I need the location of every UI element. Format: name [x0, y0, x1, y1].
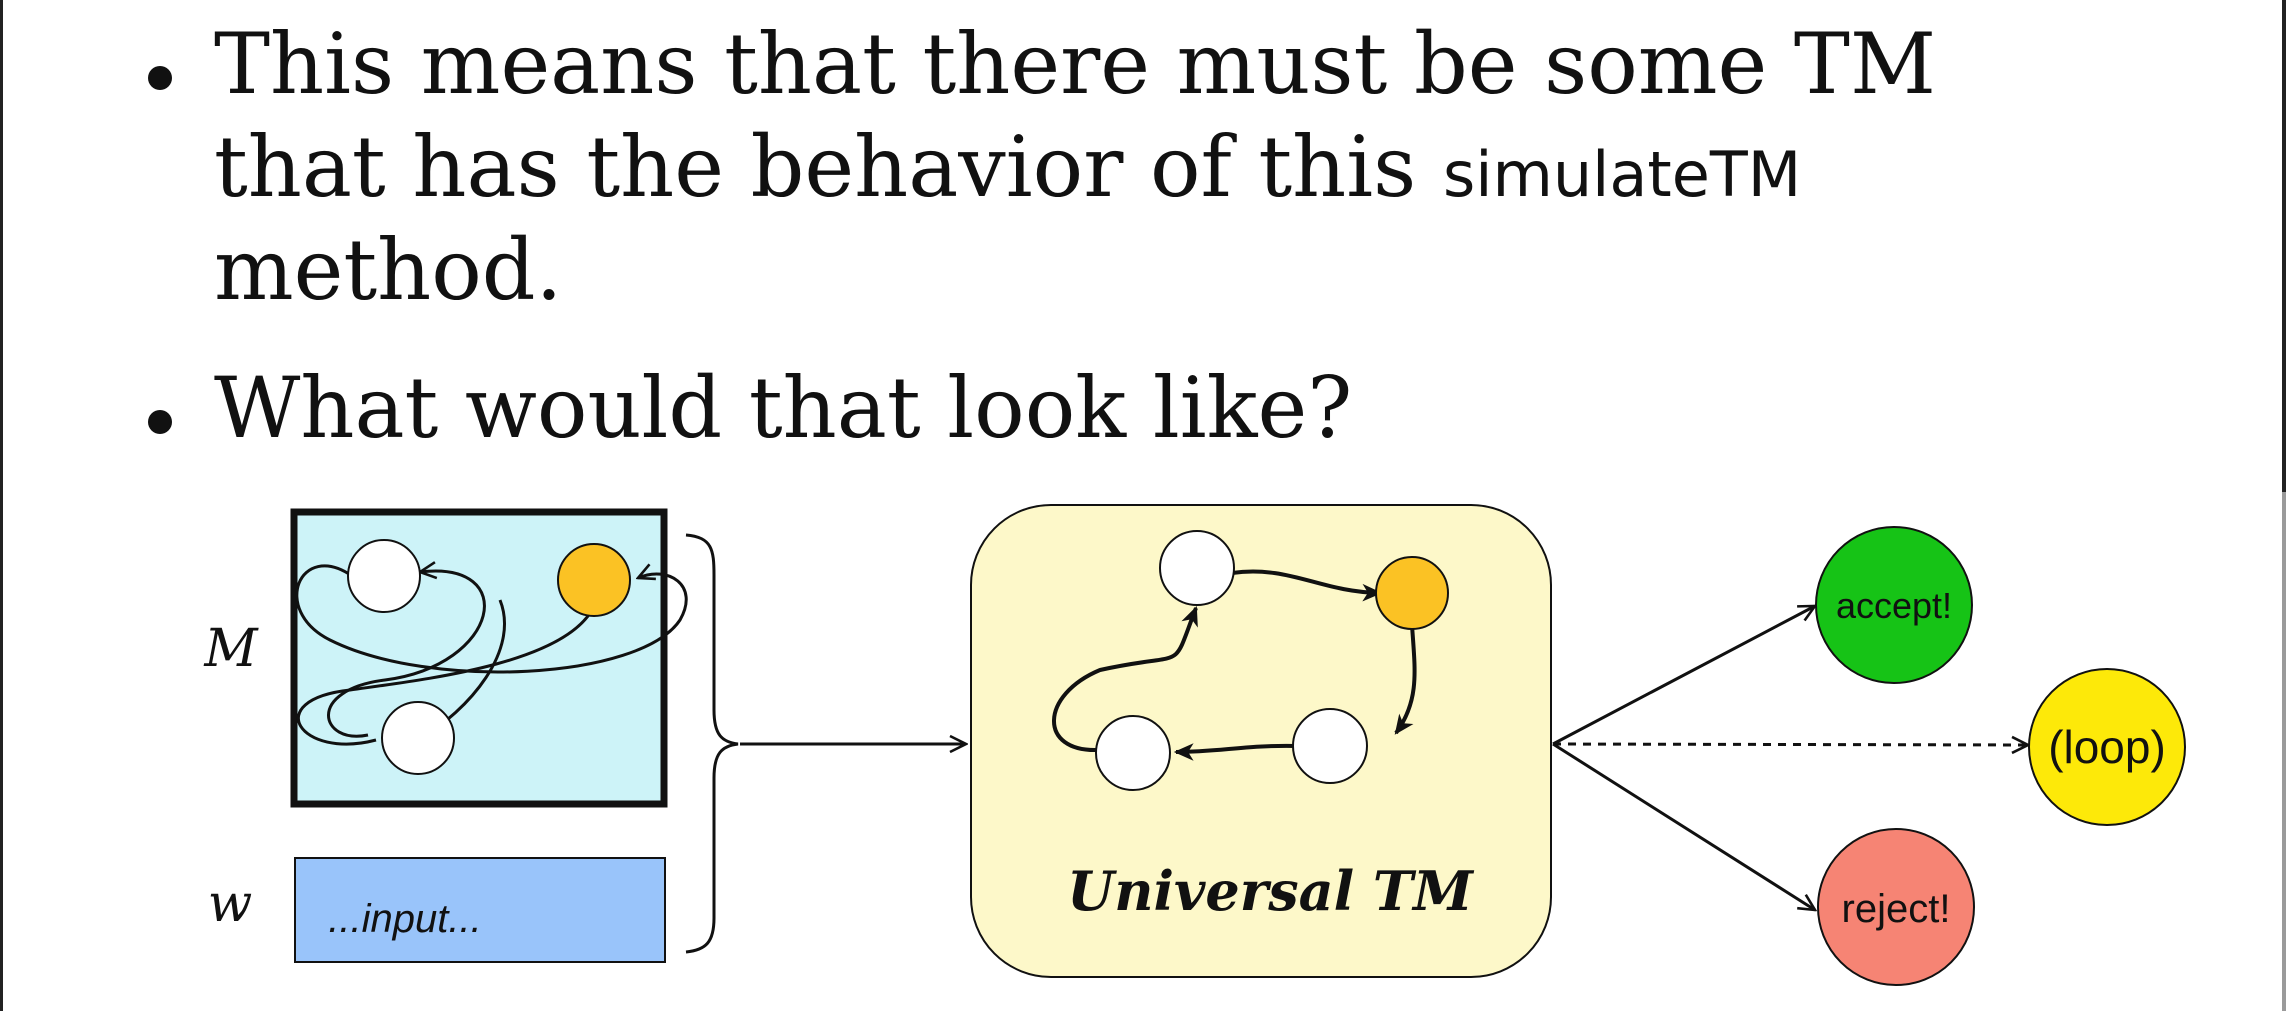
machine-label: M	[203, 619, 259, 679]
input-box-text: ...input...	[328, 897, 481, 941]
input-label: w	[208, 874, 253, 934]
utm-state-top-left	[1159, 530, 1235, 606]
machine-state-accent	[557, 543, 631, 617]
utm-state-accent	[1375, 556, 1449, 630]
accept-node	[1815, 526, 1973, 684]
right-frame-edge	[2282, 0, 2286, 492]
utm-transitions	[1052, 569, 1417, 761]
simulate-tm-code-word: simulateTM	[1442, 138, 1802, 211]
bullet-marker-2	[148, 410, 172, 434]
machine-state-2	[381, 701, 455, 775]
reject-label: reject!	[1842, 887, 1951, 931]
output-arrows	[1552, 606, 2028, 910]
loop-node	[2028, 668, 2186, 826]
bullet-1-line-2: that has the behavior of this simulateTM	[214, 117, 1801, 225]
bullet-2-line-1: What would that look like?	[214, 359, 1353, 457]
accept-label: accept!	[1836, 585, 1952, 626]
machine-state-1	[347, 539, 421, 613]
loop-label: (loop)	[2048, 721, 2166, 773]
reject-node	[1817, 828, 1975, 986]
universal-tm-label: Universal TM	[1067, 859, 1475, 923]
loop-arrow	[1552, 744, 2028, 745]
utm-state-bottom-right	[1292, 708, 1368, 784]
bullet-1-line-2-text: that has the behavior of this	[214, 118, 1443, 216]
input-brace	[685, 533, 739, 954]
right-frame-edge-lower	[2282, 492, 2286, 1011]
bullet-marker-1	[148, 66, 172, 90]
utm-state-bottom-left	[1095, 715, 1171, 791]
bullet-1-line-3: method.	[214, 221, 563, 319]
accept-arrow	[1552, 606, 1815, 746]
input-box	[294, 857, 666, 963]
reject-arrow	[1552, 742, 1815, 910]
left-frame-edge	[0, 0, 3, 1011]
bullet-1-line-1: This means that there must be some TM	[214, 15, 1936, 113]
